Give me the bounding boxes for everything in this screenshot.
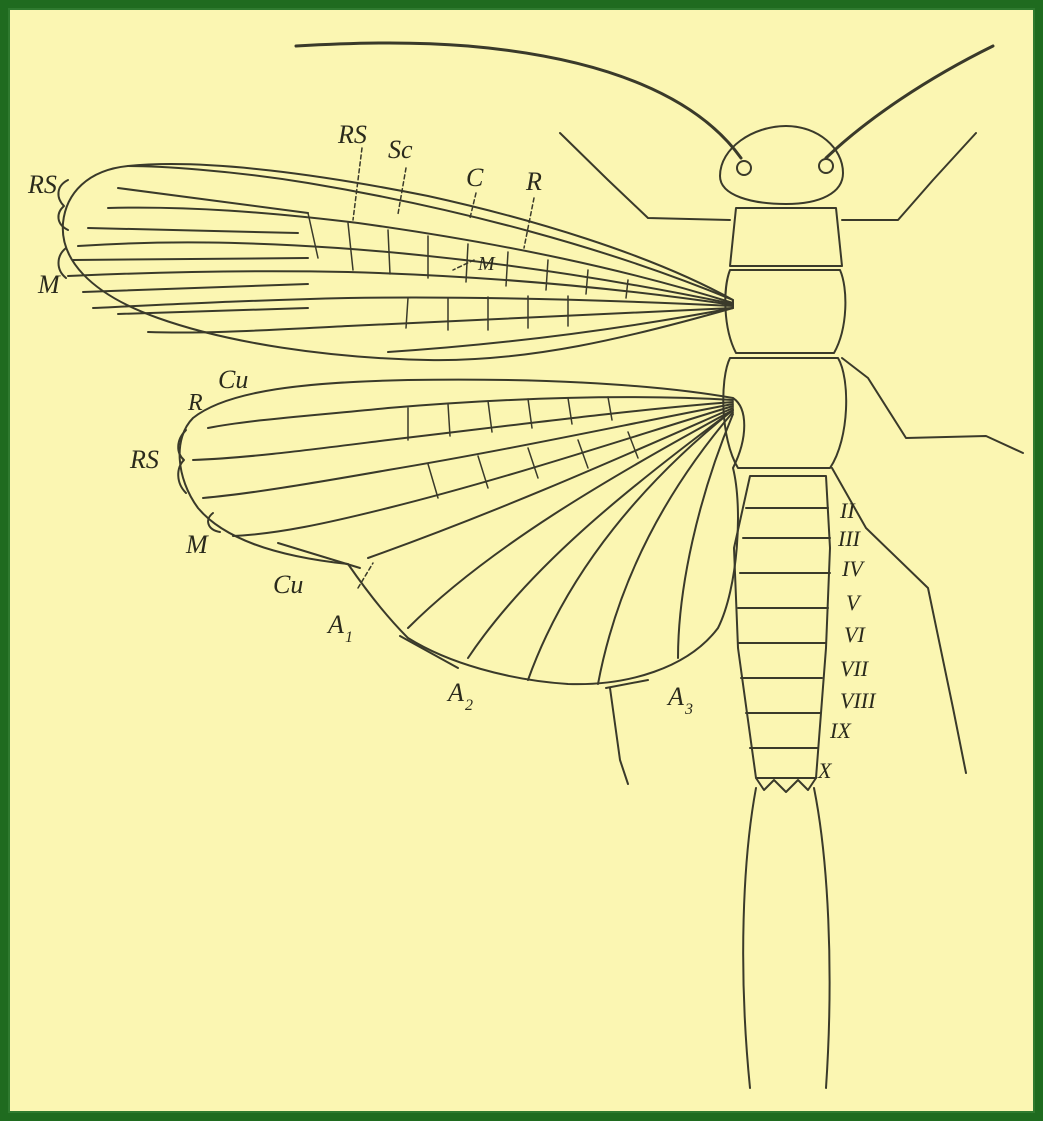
hindleg-left-tip — [610, 688, 628, 784]
forewing — [58, 164, 733, 360]
vein-labels: RS Sc C R RS M M Cu R RS M Cu A 1 A 2 A … — [27, 120, 693, 718]
segment-label-iv: IV — [841, 556, 865, 581]
label-hindwing-r: R — [187, 390, 203, 416]
label-anal-3-sub: 3 — [684, 701, 693, 718]
segment-label-ii: II — [839, 498, 856, 523]
label-hindwing-rs: RS — [129, 445, 159, 474]
label-hindwing-m: M — [185, 530, 209, 559]
midleg-right — [842, 358, 1023, 453]
label-anal-1-sub: 1 — [345, 629, 353, 646]
hindwing — [178, 380, 744, 688]
figure-frame: RS Sc C R RS M M Cu R RS M Cu A 1 A 2 A … — [8, 8, 1035, 1113]
prothorax — [730, 208, 842, 266]
label-anal-3: A 3 — [666, 682, 693, 718]
right-eye — [819, 159, 833, 173]
label-anal-3-letter: A — [666, 682, 684, 711]
insect-wing-diagram: RS Sc C R RS M M Cu R RS M Cu A 1 A 2 A … — [8, 8, 1035, 1113]
mesothorax — [725, 270, 845, 353]
label-hindwing-cu: Cu — [273, 570, 303, 599]
segment-label-ix: IX — [829, 718, 852, 743]
forewing-vein — [73, 258, 308, 260]
metathorax — [723, 358, 846, 468]
segment-label-viii: VIII — [840, 688, 877, 713]
forewing-vein — [388, 308, 733, 352]
label-forewing-rs-top: RS — [337, 120, 367, 149]
label-forewing-rs-edge: RS — [27, 170, 57, 199]
left-cercus — [743, 788, 756, 1088]
label-anal-2-sub: 2 — [465, 697, 473, 714]
foreleg-left — [560, 133, 730, 220]
right-cercus — [814, 788, 830, 1088]
label-forewing-m-edge: M — [37, 270, 61, 299]
forewing-vein — [88, 228, 298, 233]
left-eye — [737, 161, 751, 175]
forewing-vein — [83, 284, 308, 292]
hindwing-a2-bracket — [400, 636, 458, 668]
label-anal-2: A 2 — [446, 678, 473, 714]
label-forewing-sc: Sc — [388, 135, 413, 164]
hindwing-anal-vein — [598, 412, 733, 684]
forewing-vein — [93, 297, 733, 308]
label-hindwing-cu-top: Cu — [218, 365, 248, 394]
label-anal-2-letter: A — [446, 678, 464, 707]
hindwing-anal-vein — [408, 410, 733, 628]
leader-lines — [353, 148, 534, 588]
label-forewing-r: R — [525, 167, 542, 196]
hindwing-outline — [180, 380, 745, 685]
segment-label-iii: III — [837, 526, 862, 551]
hindwing-vein — [368, 408, 733, 558]
insect-body — [560, 126, 1023, 1088]
segment-label-vii: VII — [840, 656, 870, 681]
label-anal-1-letter: A — [326, 610, 344, 639]
label-forewing-c: C — [466, 163, 484, 192]
forewing-vein — [118, 308, 308, 314]
abdomen — [734, 476, 830, 792]
label-anal-1: A 1 — [326, 610, 353, 646]
label-forewing-m-inner: M — [477, 253, 496, 275]
forewing-vein — [148, 308, 733, 333]
segment-label-v: V — [846, 590, 862, 615]
hindwing-vein — [208, 397, 733, 428]
segment-label-x: X — [817, 758, 833, 783]
segment-label-vi: VI — [844, 622, 866, 647]
foreleg-right — [842, 133, 976, 220]
